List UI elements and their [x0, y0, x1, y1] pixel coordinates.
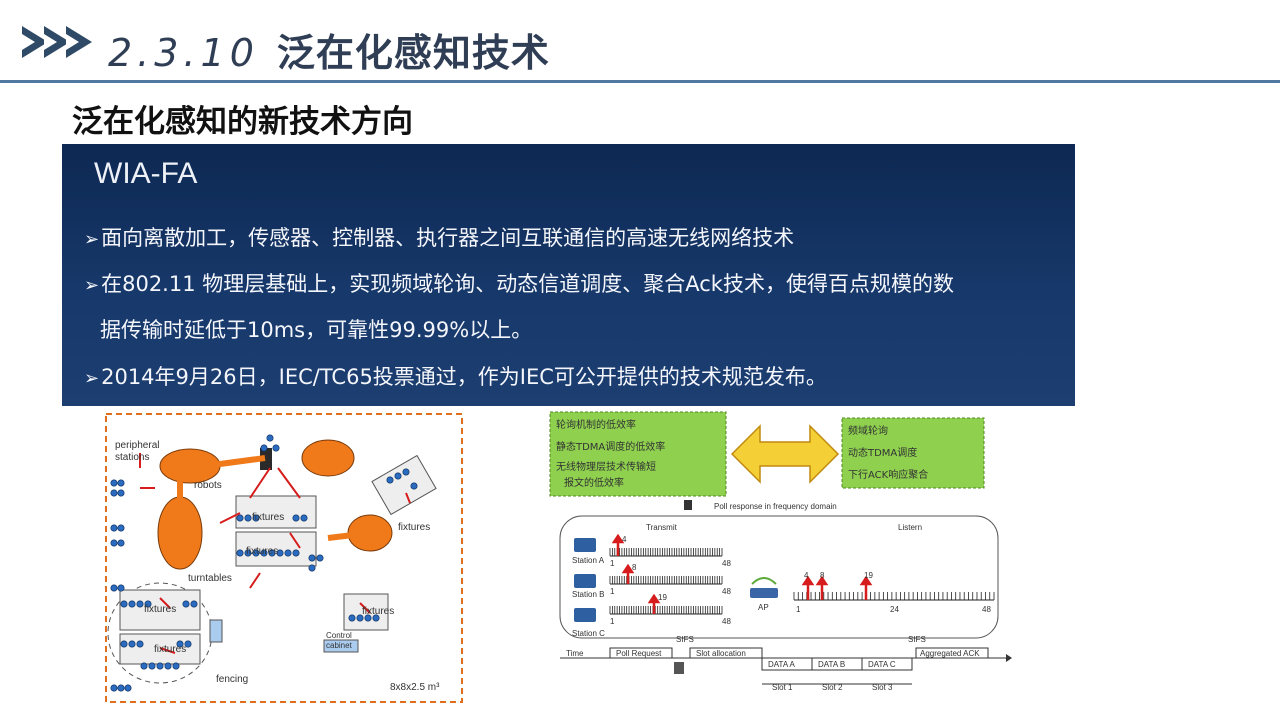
- num-ap-8: 8: [820, 571, 825, 580]
- slide-subtitle: 泛在化感知的新技术方向: [72, 104, 413, 140]
- label-control: Control: [326, 631, 352, 640]
- num-ap-48: 48: [982, 605, 991, 614]
- solution-1: 频域轮询: [848, 424, 888, 437]
- sifs-label-1: SIFS: [676, 635, 694, 644]
- data-c-box: DATA C: [868, 660, 896, 669]
- station-b-icon: [574, 574, 596, 588]
- label-peripheral: peripheral: [115, 440, 159, 451]
- label-turntables: turntables: [188, 573, 232, 584]
- solution-2: 动态TDMA调度: [848, 446, 917, 459]
- num-b-48: 48: [722, 587, 731, 596]
- bullet-2-continued: 据传输时延低于10ms，可靠性99.99%以上。: [100, 318, 533, 342]
- factory-cell-diagram: peripheral stations robots fixtures fixt…: [105, 413, 463, 703]
- info-panel: WIA-FA ➢面向离散加工，传感器、控制器、执行器之间互联通信的高速无线网络技…: [62, 144, 1075, 406]
- problem-2: 静态TDMA调度的低效率: [556, 440, 665, 453]
- slot-3-label: Slot 3: [872, 683, 893, 692]
- label-fixtures-5: fixtures: [154, 644, 186, 655]
- sifs-label-2: SIFS: [908, 635, 926, 644]
- poll-response-diagram: 轮询机制的低效率 静态TDMA调度的低效率 无线物理层技术传输短 报文的低效率 …: [549, 411, 1012, 692]
- slot-allocation-box: Slot allocation: [696, 649, 746, 658]
- num-ap-24: 24: [890, 605, 899, 614]
- bullet-3: ➢2014年9月26日，IEC/TC65投票通过，作为IEC可公开提供的技术规范…: [84, 365, 827, 389]
- slide-title: 2.3.10 泛在化感知技术: [108, 22, 550, 77]
- num-b-8: 8: [632, 563, 637, 572]
- phone-icon: [684, 500, 692, 510]
- label-fixtures-6: fixtures: [362, 606, 394, 617]
- num-c-1: 1: [610, 617, 615, 626]
- bullet-arrow-icon: ➢: [84, 229, 100, 250]
- chevron-arrows-icon: [22, 26, 92, 58]
- solution-3: 下行ACK响应聚合: [848, 468, 928, 481]
- label-fixtures-3: fixtures: [398, 522, 430, 533]
- label-fixtures-2: fixtures: [246, 546, 278, 557]
- bullet-arrow-icon: ➢: [84, 275, 100, 296]
- num-c-19: 19: [658, 593, 667, 602]
- poll-request-box: Poll Request: [616, 649, 662, 658]
- label-stations: stations: [115, 452, 149, 463]
- num-ap-4: 4: [804, 571, 809, 580]
- problem-1: 轮询机制的低效率: [556, 418, 636, 431]
- num-c-48: 48: [722, 617, 731, 626]
- panel-title: WIA-FA: [94, 157, 198, 190]
- label-size: 8x8x2.5 m³: [390, 682, 440, 693]
- aggregated-ack-box: Aggregated ACK: [920, 649, 980, 658]
- label-cabinet: cabinet: [326, 641, 353, 650]
- station-c-label: Station C: [572, 629, 605, 638]
- slide-header: 2.3.10 泛在化感知技术: [0, 0, 1280, 86]
- section-number: 2.3.10: [108, 31, 259, 75]
- slot-2-label: Slot 2: [822, 683, 843, 692]
- problem-3: 无线物理层技术传输短: [556, 460, 656, 473]
- phone-icon-2: [674, 662, 684, 674]
- station-c-icon: [574, 608, 596, 622]
- transmit-label: Transmit: [646, 523, 678, 532]
- poll-title: Poll response in frequency domain: [714, 502, 837, 511]
- num-ap-1: 1: [796, 605, 801, 614]
- station-a-label: Station A: [572, 556, 605, 565]
- data-a-box: DATA A: [768, 660, 795, 669]
- header-divider: [0, 80, 1280, 83]
- bullet-1: ➢面向离散加工，传感器、控制器、执行器之间互联通信的高速无线网络技术: [84, 226, 795, 250]
- double-arrow-icon: [730, 424, 840, 484]
- station-b-label: Station B: [572, 590, 604, 599]
- num-b-1: 1: [610, 587, 615, 596]
- bullet-2: ➢在802.11 物理层基础上，实现频域轮询、动态信道调度、聚合Ack技术，使得…: [84, 272, 954, 296]
- label-fixtures-1: fixtures: [252, 512, 284, 523]
- slot-1-label: Slot 1: [772, 683, 793, 692]
- num-a-48: 48: [722, 559, 731, 568]
- bullet-arrow-icon: ➢: [84, 368, 100, 389]
- num-a-4: 4: [622, 535, 627, 544]
- label-fixtures-4: fixtures: [144, 604, 176, 615]
- listen-label: Listern: [898, 523, 922, 532]
- router-icon: [750, 588, 778, 598]
- section-title: 泛在化感知技术: [276, 31, 550, 75]
- num-ap-19: 19: [864, 571, 873, 580]
- num-a-1: 1: [610, 559, 615, 568]
- station-a-icon: [574, 538, 596, 552]
- ap-label: AP: [758, 603, 769, 612]
- data-b-box: DATA B: [818, 660, 845, 669]
- time-label: Time: [566, 649, 584, 658]
- label-fencing: fencing: [216, 674, 248, 685]
- problem-4: 报文的低效率: [564, 476, 624, 489]
- label-robots: robots: [194, 480, 222, 491]
